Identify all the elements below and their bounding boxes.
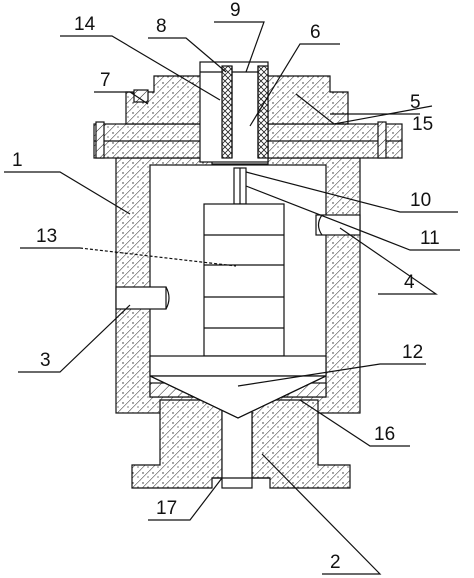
leader-7 [94,91,149,105]
cone-bottom [149,375,327,419]
leader-12 [237,363,426,387]
label-10: 10 [410,190,431,211]
label-5: 5 [410,92,421,113]
float-body [149,203,327,377]
leader-10 [245,171,458,213]
leader-17 [148,477,223,521]
leader-14 [60,35,221,101]
label-3: 3 [40,350,51,371]
leader-11 [245,185,460,251]
leader-lines [4,21,460,575]
float-stem [233,167,247,205]
label-13: 13 [36,226,57,247]
label-7: 7 [100,70,111,91]
label-16: 16 [374,424,395,445]
label-14: 14 [74,14,96,35]
label-12: 12 [402,342,423,363]
label-4: 4 [404,272,415,293]
leader-15 [295,93,433,125]
label-6: 6 [310,22,321,43]
reference-numerals: 1 2 3 4 5 6 7 8 9 10 11 12 13 14 15 16 1… [12,0,440,573]
leader-13-dashed [79,247,237,267]
label-8: 8 [156,16,167,37]
side-ports [115,214,361,310]
label-1: 1 [12,150,23,171]
label-2: 2 [330,552,341,573]
label-15: 15 [412,114,433,135]
leader-3 [18,304,131,373]
label-11: 11 [420,228,440,249]
leader-8 [148,37,227,73]
leader-16 [299,399,410,447]
leader-1 [4,171,131,215]
leader-6 [249,43,340,127]
leader-4 [339,227,438,295]
label-17: 17 [156,498,177,519]
label-9: 9 [230,0,241,21]
leader-2 [261,453,382,575]
leader-9 [214,21,265,73]
cap [125,61,349,163]
